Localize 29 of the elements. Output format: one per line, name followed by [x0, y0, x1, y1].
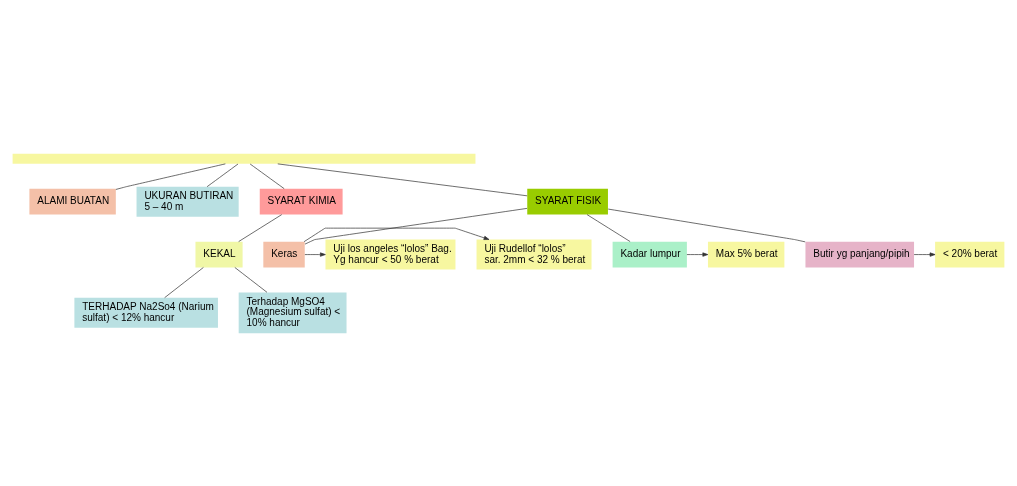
node-box: KEKAL [195, 241, 243, 267]
arrow [303, 227, 490, 242]
connector [238, 213, 283, 242]
node-box: Butir yg panjang/pipih [805, 241, 915, 267]
node-box: Max 5% berat [707, 241, 785, 267]
connector [234, 266, 268, 293]
node-box: < 20% berat [935, 241, 1005, 267]
node-box: Terhadap MgSO4 (Magnesium sulfat) < 10% hancur [238, 291, 347, 333]
arrow [304, 251, 326, 257]
node-box: UKURAN BUTIRAN 5 – 40 m [136, 186, 239, 217]
connector [277, 163, 528, 196]
node-bar [12, 153, 476, 164]
arrow [686, 251, 709, 257]
node-box: Uji Rudellof “lolos” sar. 2mm < 32 % berat [476, 239, 592, 270]
node-box: Keras [263, 241, 305, 267]
node-box: Uji los angeles “lolos” Bag. Yg hancur < 50 % berat [325, 239, 456, 270]
node-box: SYARAT FISIK [527, 188, 608, 215]
node-box: SYARAT KIMIA [259, 188, 343, 215]
connector [206, 163, 239, 187]
arrow [913, 251, 936, 257]
connector [586, 213, 631, 242]
connector [164, 266, 204, 298]
connector [115, 163, 226, 190]
node-box: TERHADAP Na2So4 (Narium sulfat) < 12% hancur [74, 297, 218, 328]
node-box: ALAMI BUATAN [29, 188, 116, 215]
node-box: Kadar lumpur [612, 241, 687, 267]
connector [607, 208, 806, 242]
connector [304, 207, 528, 244]
connector [249, 163, 285, 189]
